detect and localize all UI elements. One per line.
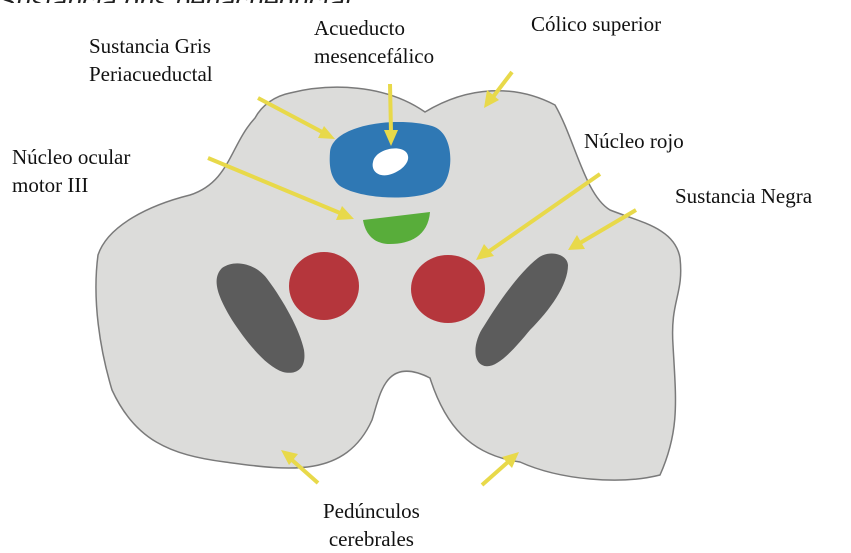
oculomotor-nucleus — [363, 212, 430, 244]
arrow-nucleo-ocular — [207, 156, 354, 220]
red-nucleus-right — [411, 255, 485, 323]
arrow-sustancia-gris — [257, 96, 335, 139]
label-colico-superior: Cólico superior — [531, 12, 662, 36]
pointer-arrows — [207, 70, 638, 487]
label-acueducto: Acueducto mesencefálico — [314, 16, 435, 68]
arrow-colico-superior — [484, 70, 514, 108]
arrow-pedunculo-left — [281, 450, 320, 485]
arrow-nucleo-rojo — [476, 172, 602, 260]
arrow-sustancia-negra — [568, 208, 638, 250]
cerebral-aqueduct — [372, 148, 409, 176]
label-sustancia-gris: Sustancia Gris Periacueductal — [89, 34, 213, 86]
cut-off-heading: Sustancia gris periacueductal — [0, 0, 351, 16]
red-nucleus-left — [289, 252, 359, 320]
substantia-nigra-left — [216, 263, 305, 373]
substantia-nigra-right — [475, 253, 568, 367]
arrow-acueducto — [384, 83, 398, 146]
label-sustancia-negra: Sustancia Negra — [675, 184, 813, 208]
arrow-pedunculo-right — [480, 452, 519, 487]
label-pedunculos: Pedúnculos cerebrales — [323, 499, 420, 551]
label-nucleo-ocular: Núcleo ocular motor III — [12, 145, 131, 197]
label-nucleo-rojo: Núcleo rojo — [584, 129, 684, 153]
midbrain-section — [95, 86, 682, 481]
